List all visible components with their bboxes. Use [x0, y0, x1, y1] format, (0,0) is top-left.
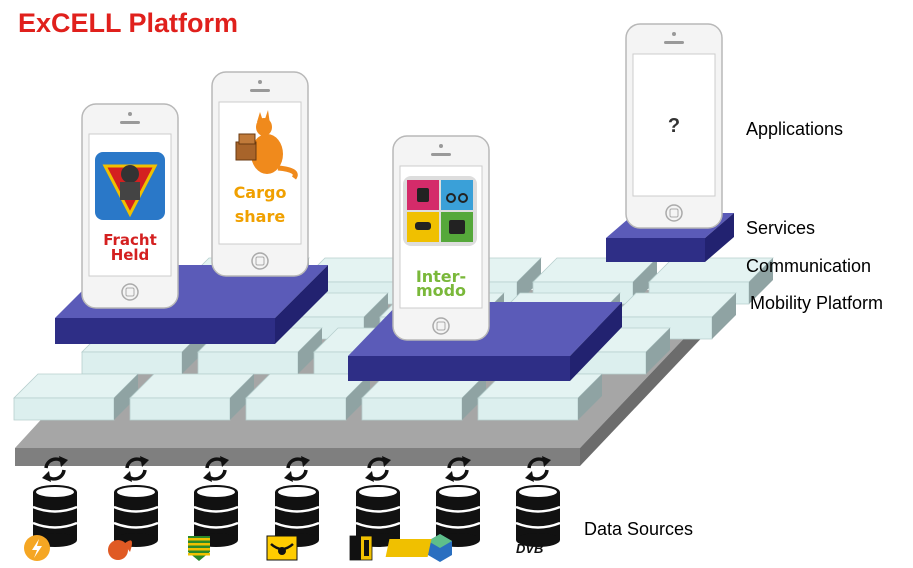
sync-icon — [123, 456, 149, 482]
dvb-label: DVB — [516, 541, 543, 556]
deutsche-post-logo — [266, 535, 298, 561]
sync-icon — [445, 456, 471, 482]
puzzle-logo — [403, 176, 477, 246]
squirrel-logo — [108, 540, 132, 560]
database-icon — [32, 485, 78, 547]
communication-block — [129, 373, 255, 421]
unknown-app-label: ? — [668, 115, 680, 137]
saxony-coat-of-arms — [188, 536, 210, 561]
intermodo-label-2: modo — [416, 281, 466, 300]
sync-icon — [525, 456, 551, 482]
cargoshare-label-1: Cargo — [234, 183, 287, 202]
sync-icon — [284, 456, 310, 482]
phone-unknown: ? — [625, 23, 723, 229]
layer-label-mobility-platform: Mobility Platform — [750, 293, 884, 313]
frachtheld-label-2: Held — [111, 246, 150, 264]
layer-label-communication: Communication — [746, 256, 872, 276]
phone-intermodo: Inter- modo — [392, 135, 490, 341]
sync-icon — [365, 456, 391, 482]
frachtheld-logo — [95, 152, 165, 220]
intermodo-label-1: Inter- — [416, 267, 466, 286]
energy-logo — [24, 535, 50, 561]
communication-block — [245, 373, 371, 421]
hexagon-logo — [428, 534, 452, 562]
sync-icon — [203, 456, 229, 482]
database-icon — [515, 485, 561, 547]
layer-label-data-sources: Data Sources — [584, 519, 694, 539]
database-icon — [113, 485, 159, 547]
communication-block — [13, 373, 139, 421]
kangaroo-logo — [235, 110, 298, 180]
dvb-logo: DVB — [385, 539, 543, 557]
dresden-coat-of-arms — [349, 535, 373, 561]
database-icon — [193, 485, 239, 547]
sync-icon — [42, 456, 68, 482]
cargoshare-label-2: share — [235, 207, 286, 226]
phone-cargoshare: Cargo share — [211, 71, 309, 277]
database-icon — [435, 485, 481, 547]
layer-label-services: Services — [746, 218, 816, 238]
frachtheld-label-1: Fracht — [103, 231, 157, 249]
data-sources-row: DVB — [24, 456, 561, 562]
page-title: ExCELL Platform — [18, 8, 239, 38]
phone-frachtheld: Fracht Held — [81, 103, 179, 309]
layer-label-applications: Applications — [746, 119, 844, 139]
